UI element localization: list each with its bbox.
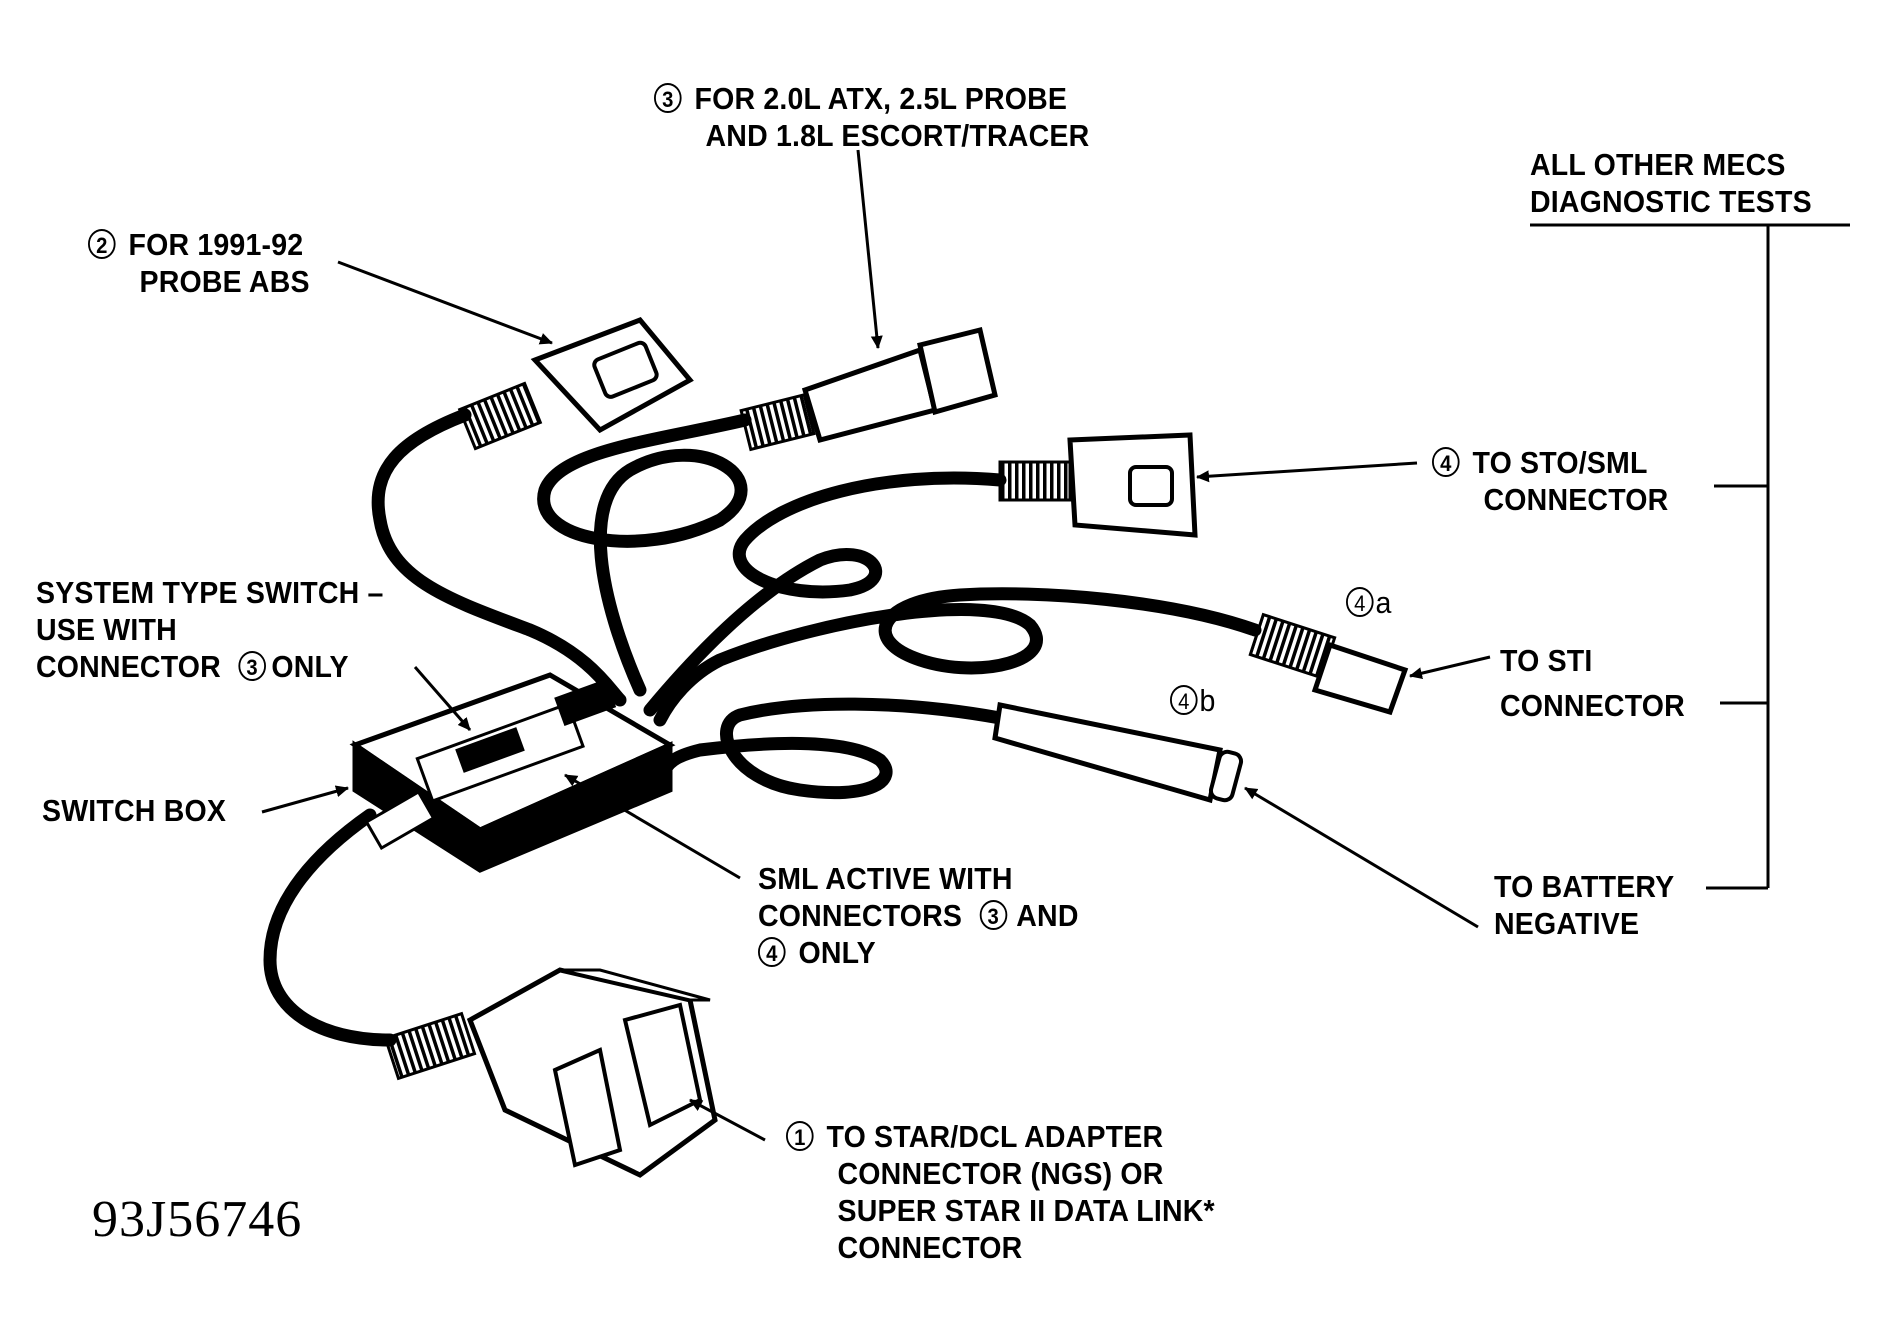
badge-3: 3 xyxy=(654,83,682,113)
label-battery-negative: TO BATTERY NEGATIVE xyxy=(1494,869,1675,941)
arrow-sml-active xyxy=(564,773,741,880)
cable-connector-3 xyxy=(537,413,752,697)
badge-4b: 4 xyxy=(1170,685,1198,715)
badge-4a: 4 xyxy=(1346,587,1374,617)
connector-4 xyxy=(998,432,1198,538)
label-system-type-switch: SYSTEM TYPE SWITCH – USE WITH CONNECTOR … xyxy=(36,575,384,684)
connector-4b xyxy=(992,702,1244,804)
arrow-connector-4 xyxy=(1196,461,1418,483)
cables xyxy=(263,408,1262,1047)
badge-4: 4 xyxy=(1432,447,1460,477)
label-all-other-mecs: ALL OTHER MECS DIAGNOSTIC TESTS xyxy=(1530,147,1812,219)
arrow-connector-4a xyxy=(1409,655,1491,680)
label-sti: TO STI CONNECTOR xyxy=(1500,643,1685,723)
cable-connector-1 xyxy=(263,808,397,1047)
cable-connector-2 xyxy=(371,408,627,707)
bracket-all-other-mecs xyxy=(1530,223,1850,890)
arrow-connector-2 xyxy=(337,260,553,345)
figure-id: 93J56746 xyxy=(92,1191,303,1248)
connector-1 xyxy=(383,967,718,1178)
label-switch-box: SWITCH BOX xyxy=(42,793,227,828)
switch-box xyxy=(349,672,676,873)
arrow-switch-box xyxy=(261,785,349,814)
cable-connector-4 xyxy=(643,471,1007,717)
badge-3: 3 xyxy=(238,651,266,681)
cable-connector-4a xyxy=(653,587,1262,727)
arrow-connector-4b xyxy=(1244,786,1479,929)
cable-connector-4b xyxy=(658,697,1007,800)
badge-2: 2 xyxy=(88,229,116,259)
badge-4: 4 xyxy=(758,937,786,967)
arrow-connector-1 xyxy=(689,1098,766,1142)
connector-3 xyxy=(739,326,998,452)
connector-4a xyxy=(1248,612,1409,716)
arrow-connector-3 xyxy=(856,149,883,349)
arrow-system-switch xyxy=(413,666,472,731)
leader-arrows xyxy=(261,149,1491,1142)
badge-1: 1 xyxy=(786,1121,814,1151)
connector-2 xyxy=(457,317,694,451)
badge-3: 3 xyxy=(979,900,1008,930)
